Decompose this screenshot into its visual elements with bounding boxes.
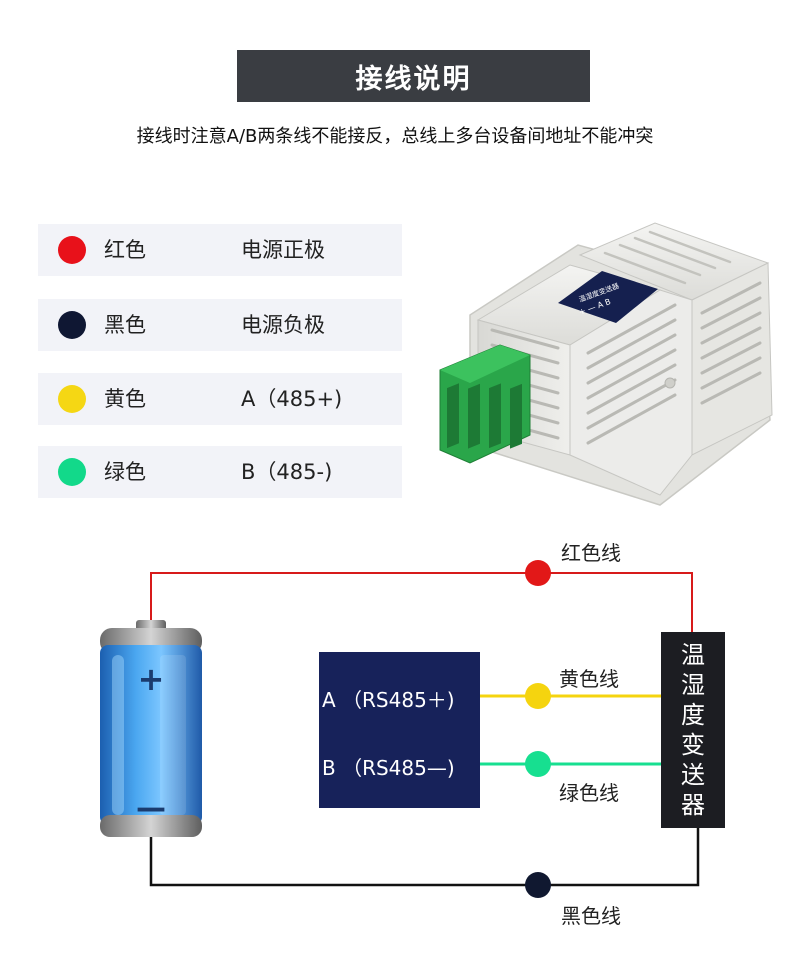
battery-icon: + —	[100, 620, 202, 837]
legend-color-name: 黑色	[104, 313, 146, 337]
yellow-wire-dot	[525, 683, 551, 709]
black-wire	[149, 828, 700, 887]
rs485-module	[319, 652, 480, 808]
legend-row-black: 黑色 电源负极	[38, 299, 402, 351]
legend-meaning: 电源正极	[241, 238, 325, 262]
red-wire	[150, 572, 693, 632]
legend-row-green: 绿色 B（485-)	[38, 446, 402, 498]
green-wire-label: 绿色线	[559, 781, 619, 805]
legend-color-name: 绿色	[104, 460, 146, 484]
green-wire-dot	[525, 751, 551, 777]
wiring-note: 接线时注意A/B两条线不能接反，总线上多台设备间地址不能冲突	[136, 126, 654, 147]
page-title: 接线说明	[355, 63, 472, 95]
red-dot-icon	[58, 236, 86, 264]
transmitter-label: 温湿度变送器	[681, 641, 705, 819]
module-label-b: B （RS485—)	[322, 756, 455, 780]
legend-meaning: A（485+)	[241, 387, 343, 411]
yellow-wire-label: 黄色线	[559, 667, 619, 691]
green-dot-icon	[58, 458, 86, 486]
black-dot-icon	[58, 311, 86, 339]
red-wire-label: 红色线	[561, 541, 621, 565]
legend-meaning: 电源负极	[241, 313, 325, 337]
battery-plus-icon: +	[138, 660, 165, 698]
yellow-dot-icon	[58, 385, 86, 413]
title-banner: 接线说明	[237, 50, 590, 102]
legend-row-red: 红色 电源正极	[38, 224, 402, 276]
legend-row-yellow: 黄色 A（485+)	[38, 373, 402, 425]
red-wire-dot	[525, 560, 551, 586]
black-wire-label: 黑色线	[561, 904, 621, 928]
battery-minus-icon: —	[136, 791, 166, 826]
legend-meaning: B（485-)	[241, 460, 333, 484]
transmitter-block: 温湿度变送器	[661, 632, 725, 828]
legend-color-name: 红色	[104, 238, 146, 262]
transmitter-device-image: 温湿度变送器 + — A B	[439, 222, 773, 506]
module-label-a: A （RS485＋)	[322, 688, 455, 712]
black-wire-dot	[525, 872, 551, 898]
legend-color-name: 黄色	[104, 387, 146, 411]
